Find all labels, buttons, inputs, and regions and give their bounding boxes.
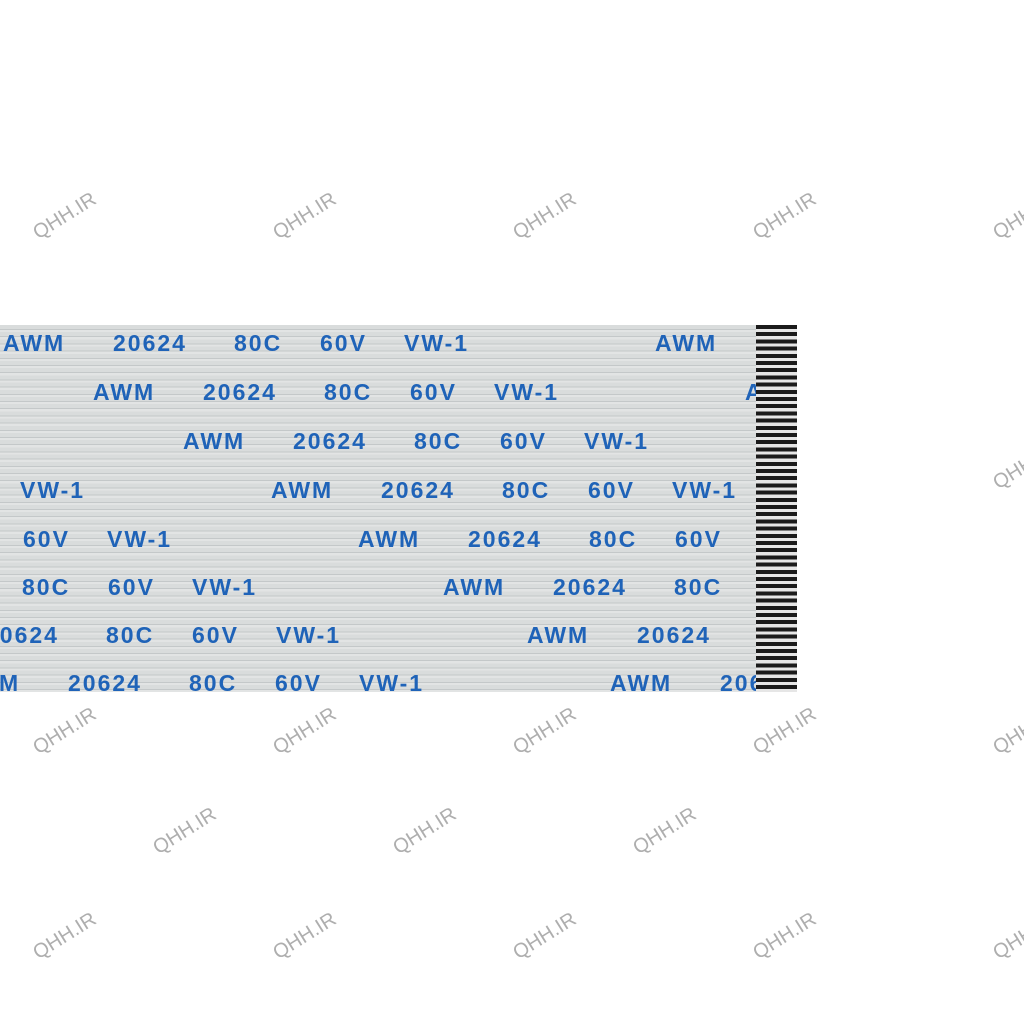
watermark-text: QHH.IR bbox=[29, 908, 101, 964]
marking-text: VW-1 bbox=[20, 477, 86, 503]
marking-text: VW-1 bbox=[107, 526, 173, 552]
marking-text: VW-1 bbox=[404, 330, 470, 356]
marking-text: VW-1 bbox=[192, 574, 258, 600]
marking-text: VW-1 bbox=[584, 428, 650, 454]
watermark-text: QHH.IR bbox=[509, 703, 581, 759]
marking-text: 80C bbox=[414, 428, 463, 454]
marking-row: 20624 80C 60V VW-1 AWM 20624 bbox=[0, 620, 756, 650]
watermark-text: QHH.IR bbox=[989, 703, 1024, 759]
marking-text: VW-1 bbox=[276, 622, 342, 648]
marking-text: AWM bbox=[183, 428, 246, 454]
watermark-text: QHH.IR bbox=[989, 438, 1024, 494]
cable-contacts bbox=[756, 325, 797, 692]
marking-text: 60V bbox=[275, 670, 322, 692]
watermark-text: QHH.IR bbox=[389, 803, 461, 859]
marking-text: AWM bbox=[3, 330, 66, 356]
marking-text: 60V bbox=[108, 574, 155, 600]
marking-text: AWM bbox=[443, 574, 506, 600]
marking-text: 60V bbox=[320, 330, 367, 356]
marking-text: 20624 bbox=[720, 670, 756, 692]
watermark-text: QHH.IR bbox=[629, 803, 701, 859]
watermark-text: QHH.IR bbox=[509, 188, 581, 244]
marking-text: 20624 bbox=[68, 670, 142, 692]
marking-text: 60V bbox=[675, 526, 722, 552]
marking-row: 80C 60V VW-1 AWM 20624 80C bbox=[0, 572, 756, 602]
marking-text: 80C bbox=[106, 622, 155, 648]
marking-text: 20624 bbox=[553, 574, 627, 600]
watermark-text: QHH.IR bbox=[989, 188, 1024, 244]
watermark-text: QHH.IR bbox=[269, 703, 341, 759]
marking-text: 60V bbox=[588, 477, 635, 503]
marking-row: AWM 20624 80C 60V VW-1 AWM bbox=[0, 328, 756, 358]
watermark-text: QHH.IR bbox=[269, 908, 341, 964]
marking-text: 80C bbox=[589, 526, 638, 552]
marking-row: AWM 20624 80C 60V VW-1 AWM 20624 bbox=[0, 668, 756, 692]
watermark-text: QHH.IR bbox=[29, 703, 101, 759]
marking-text: 20624 bbox=[381, 477, 455, 503]
marking-text: 20624 bbox=[637, 622, 711, 648]
watermark-text: QHH.IR bbox=[29, 188, 101, 244]
marking-text: AWM bbox=[745, 379, 756, 405]
watermark-text: QHH.IR bbox=[749, 703, 821, 759]
marking-text: 60V bbox=[23, 526, 70, 552]
watermark-text: QHH.IR bbox=[509, 908, 581, 964]
marking-text: 60V bbox=[410, 379, 457, 405]
marking-text: AWM bbox=[655, 330, 718, 356]
watermark-text: QHH.IR bbox=[149, 803, 221, 859]
marking-text: VW-1 bbox=[672, 477, 738, 503]
marking-text: 80C bbox=[189, 670, 238, 692]
marking-text: AWM bbox=[358, 526, 421, 552]
watermark-text: QHH.IR bbox=[749, 188, 821, 244]
marking-text: 60V bbox=[500, 428, 547, 454]
marking-row: AWM 20624 80C 60V VW-1 AWM bbox=[0, 377, 756, 407]
marking-text: 80C bbox=[324, 379, 373, 405]
watermark-text: QHH.IR bbox=[749, 908, 821, 964]
marking-text: 20624 bbox=[203, 379, 277, 405]
marking-text: AWM bbox=[0, 670, 21, 692]
marking-text: 20624 bbox=[0, 622, 59, 648]
watermark-text: QHH.IR bbox=[989, 908, 1024, 964]
marking-text: AWM bbox=[93, 379, 156, 405]
marking-text: 60V bbox=[192, 622, 239, 648]
marking-text: 80C bbox=[22, 574, 71, 600]
marking-text: 20624 bbox=[113, 330, 187, 356]
marking-text: AWM bbox=[610, 670, 673, 692]
marking-text: 20624 bbox=[293, 428, 367, 454]
watermark-text: QHH.IR bbox=[269, 188, 341, 244]
marking-text: VW-1 bbox=[494, 379, 560, 405]
marking-text: 80C bbox=[234, 330, 283, 356]
marking-text: AWM bbox=[271, 477, 334, 503]
marking-text: 20624 bbox=[468, 526, 542, 552]
marking-text: 80C bbox=[674, 574, 723, 600]
marking-text: 80C bbox=[502, 477, 551, 503]
marking-text: AWM bbox=[527, 622, 590, 648]
marking-text: VW-1 bbox=[359, 670, 425, 692]
